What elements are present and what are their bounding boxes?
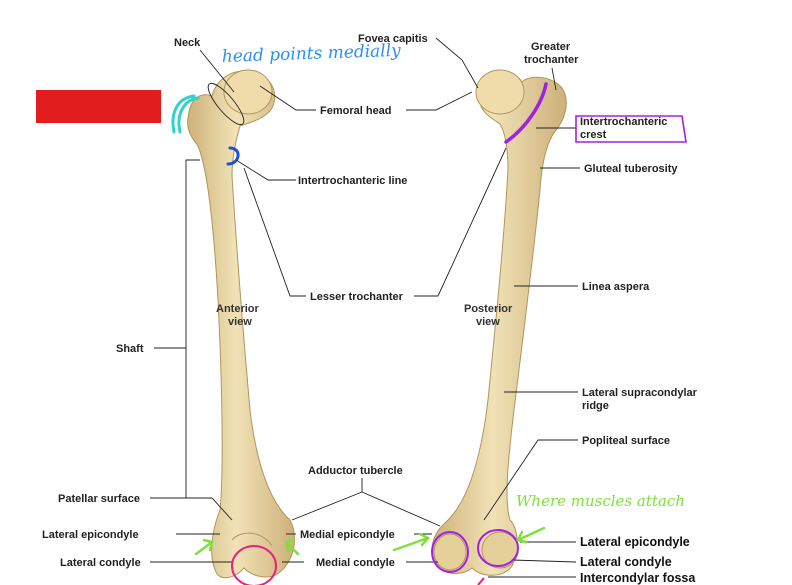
intertrochanteric-line-mark — [226, 146, 240, 166]
label-neck: Neck — [174, 37, 201, 49]
leader-neck — [199, 49, 235, 93]
label-lateral-condyle: Lateral condyle — [60, 557, 141, 569]
label-lateral-epicondyle: Lateral epicondyle — [42, 529, 139, 541]
neck-outline — [207, 82, 245, 126]
leader-adductor-right — [361, 491, 441, 527]
handwritten-head-points-medially: head points medially — [221, 41, 401, 67]
posterior-femoral-head — [475, 69, 525, 115]
label-gluteal-tuberosity: Gluteal tuberosity — [584, 163, 678, 175]
posterior-femur — [431, 69, 567, 576]
label-posterior-view-2: view — [476, 316, 500, 328]
label-medial-condyle: Medial condyle — [316, 557, 395, 569]
label-lateral-epicondyle-typed: Lateral epicondyle — [580, 535, 690, 549]
label-intertrochanteric-crest-2: crest — [580, 129, 607, 141]
leader-lat-condyle-typed — [511, 559, 577, 563]
leader-greater-trochanter — [551, 67, 557, 91]
label-lateral-condyle-typed: Lateral condyle — [580, 555, 672, 569]
anterior-femur — [187, 69, 295, 579]
label-fovea-capitis: Fovea capitis — [358, 33, 428, 45]
label-greater-trochanter-2: trochanter — [524, 54, 579, 66]
redaction-box — [36, 90, 161, 123]
label-popliteal-surface: Popliteal surface — [582, 435, 670, 447]
handwritten-where-muscles-attach: Where muscles attach — [516, 492, 685, 510]
label-greater-trochanter-1: Greater — [531, 41, 571, 53]
label-lateral-supracondylar-ridge-1: Lateral supracondylar — [582, 387, 698, 399]
intertrochanteric-crest-box — [575, 115, 687, 143]
leader-lesser-troch-left — [243, 167, 306, 297]
printed-labels: Neck Fovea capitis Greater trochanter Fe… — [42, 33, 698, 585]
label-linea-aspera: Linea aspera — [582, 281, 650, 293]
leader-fovea — [435, 37, 479, 89]
label-lesser-trochanter: Lesser trochanter — [310, 291, 404, 303]
leader-popliteal — [483, 439, 578, 521]
label-adductor-tubercle: Adductor tubercle — [308, 465, 403, 477]
label-femoral-head: Femoral head — [320, 105, 392, 117]
anterior-condyle-shading — [231, 532, 273, 547]
purple-circle-medial-condyle — [431, 531, 469, 573]
annotations: head points medially Where muscles attac… — [36, 41, 687, 585]
green-arrow-lateral-epicondyle — [516, 526, 546, 544]
label-medial-epicondyle: Medial epicondyle — [300, 529, 395, 541]
cyan-marking — [171, 94, 200, 134]
purple-circle-lateral-condyle — [477, 529, 519, 567]
label-posterior-view-1: Posterior — [464, 303, 513, 315]
leader-patellar — [150, 497, 233, 521]
label-intertrochanteric-crest-1: Intertrochanteric — [580, 116, 667, 128]
leader-femoral-head — [259, 85, 316, 111]
pink-circle-anterior-condyles — [231, 545, 277, 585]
label-anterior-view-1: Anterior — [216, 303, 260, 315]
anterior-femur-bone — [187, 70, 295, 579]
leader-femoral-head-right — [406, 91, 473, 111]
leader-shaft-bracket — [185, 159, 212, 499]
leader-lines — [150, 37, 580, 578]
label-shaft: Shaft — [116, 343, 144, 355]
label-intertrochanteric-line: Intertrochanteric line — [298, 175, 407, 187]
intertrochanteric-crest-mark — [504, 82, 548, 144]
posterior-femur-bone — [431, 72, 567, 576]
anterior-femoral-head — [223, 69, 273, 115]
pink-tick-fossa — [477, 577, 485, 585]
label-anterior-view-2: view — [228, 316, 252, 328]
green-arrow-medial-epicondyle — [392, 532, 430, 552]
label-intercondylar-fossa-typed: Intercondylar fossa — [580, 571, 696, 585]
posterior-medial-condyle — [433, 533, 467, 571]
green-arrow-left — [194, 538, 214, 556]
label-lateral-supracondylar-ridge-2: ridge — [582, 400, 609, 412]
leader-intertroch-line — [235, 159, 296, 181]
label-patellar-surface: Patellar surface — [58, 493, 140, 505]
green-arrow-right — [284, 538, 300, 556]
leader-adductor — [291, 478, 363, 521]
leader-lesser-troch-right — [414, 147, 507, 297]
